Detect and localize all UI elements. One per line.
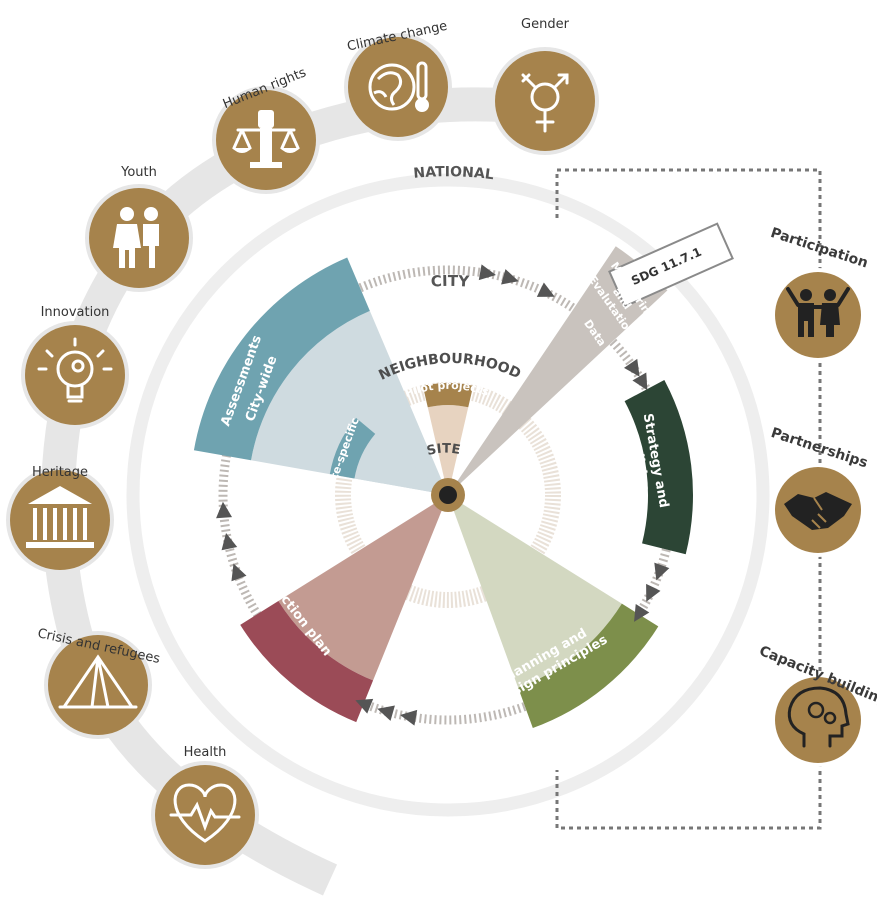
cycle-arrow	[654, 562, 670, 581]
principle-circle	[775, 272, 861, 358]
tent-icon	[58, 654, 138, 709]
heart-pulse-icon	[169, 783, 241, 843]
topic-innovation: Innovation	[21, 305, 129, 429]
cycle-arrow	[355, 698, 374, 714]
cycle-arrow	[400, 709, 418, 726]
topic-label: Gender	[521, 17, 570, 32]
classical-building-icon	[26, 486, 94, 548]
topic-health: Health	[151, 745, 259, 869]
topic-circle	[25, 325, 125, 425]
assessments-site-light-sector	[354, 433, 448, 495]
topic-label: Youth	[120, 165, 157, 180]
cycle-arrow	[536, 282, 555, 297]
monitoring-data-wedge	[448, 246, 668, 495]
topic-circle	[495, 51, 595, 151]
action-plan-sector	[278, 495, 448, 681]
handshake-icon	[784, 492, 852, 530]
cycle-arrows	[216, 264, 670, 726]
topic-crisis-and-refugees: Crisis and refugees	[36, 626, 162, 739]
cycle-arrow	[623, 358, 640, 377]
topic-gender: Gender	[491, 17, 599, 155]
assessments-citywide-band	[193, 257, 370, 461]
site-label: SITE	[425, 442, 461, 460]
principle-capacity-building: Capacity building	[757, 643, 877, 767]
cycle-arrow	[632, 372, 648, 391]
topic-label: Innovation	[41, 305, 110, 320]
topic-label: Health	[184, 745, 227, 760]
cycle-arrow	[221, 532, 238, 551]
action-plan-band	[240, 600, 374, 723]
sdg-box	[608, 222, 734, 308]
national-ring	[126, 173, 770, 817]
topic-label: Heritage	[32, 465, 88, 480]
topic-youth: Youth	[85, 165, 193, 292]
people-holding-hands-icon	[786, 287, 850, 337]
two-people-icon	[113, 207, 159, 268]
planning-design-sector	[448, 495, 622, 688]
globe-thermometer-icon	[368, 61, 429, 112]
topic-circle	[10, 470, 110, 570]
assessments-citywide-light-sector	[251, 310, 448, 495]
topic-heritage: Heritage	[6, 465, 114, 574]
scales-fist-icon	[232, 110, 300, 168]
neighbourhood-ring	[335, 382, 561, 608]
cycle-arrow	[501, 269, 519, 285]
assessments-site-band	[329, 417, 376, 479]
pilot-projects-sector	[427, 405, 469, 495]
cycle-arrow	[377, 705, 395, 721]
cycle-arrow	[646, 583, 661, 602]
topic-human-rights: Human rights	[212, 65, 320, 194]
topic-circle	[48, 635, 148, 735]
gender-symbol-icon	[521, 73, 569, 133]
head-gears-icon	[787, 686, 850, 748]
topic-climate-change: Climate change	[344, 19, 452, 141]
city-label: CITY	[430, 272, 470, 291]
cycle-arrow	[634, 604, 650, 622]
lightbulb-icon	[37, 337, 113, 403]
planning-design-band	[518, 603, 659, 729]
pilot-projects-band	[422, 383, 474, 408]
wheel-segments	[193, 246, 693, 729]
strategy-policies-band	[624, 379, 693, 555]
cycle-arrow	[478, 264, 496, 281]
wheel-hub-center	[439, 486, 457, 504]
principle-participation: Participation	[769, 225, 870, 362]
principle-label: Participation	[769, 225, 870, 272]
principle-partnerships: Partnerships	[769, 425, 870, 557]
cycle-arrow	[231, 563, 247, 582]
cycle-arrow	[216, 501, 233, 519]
